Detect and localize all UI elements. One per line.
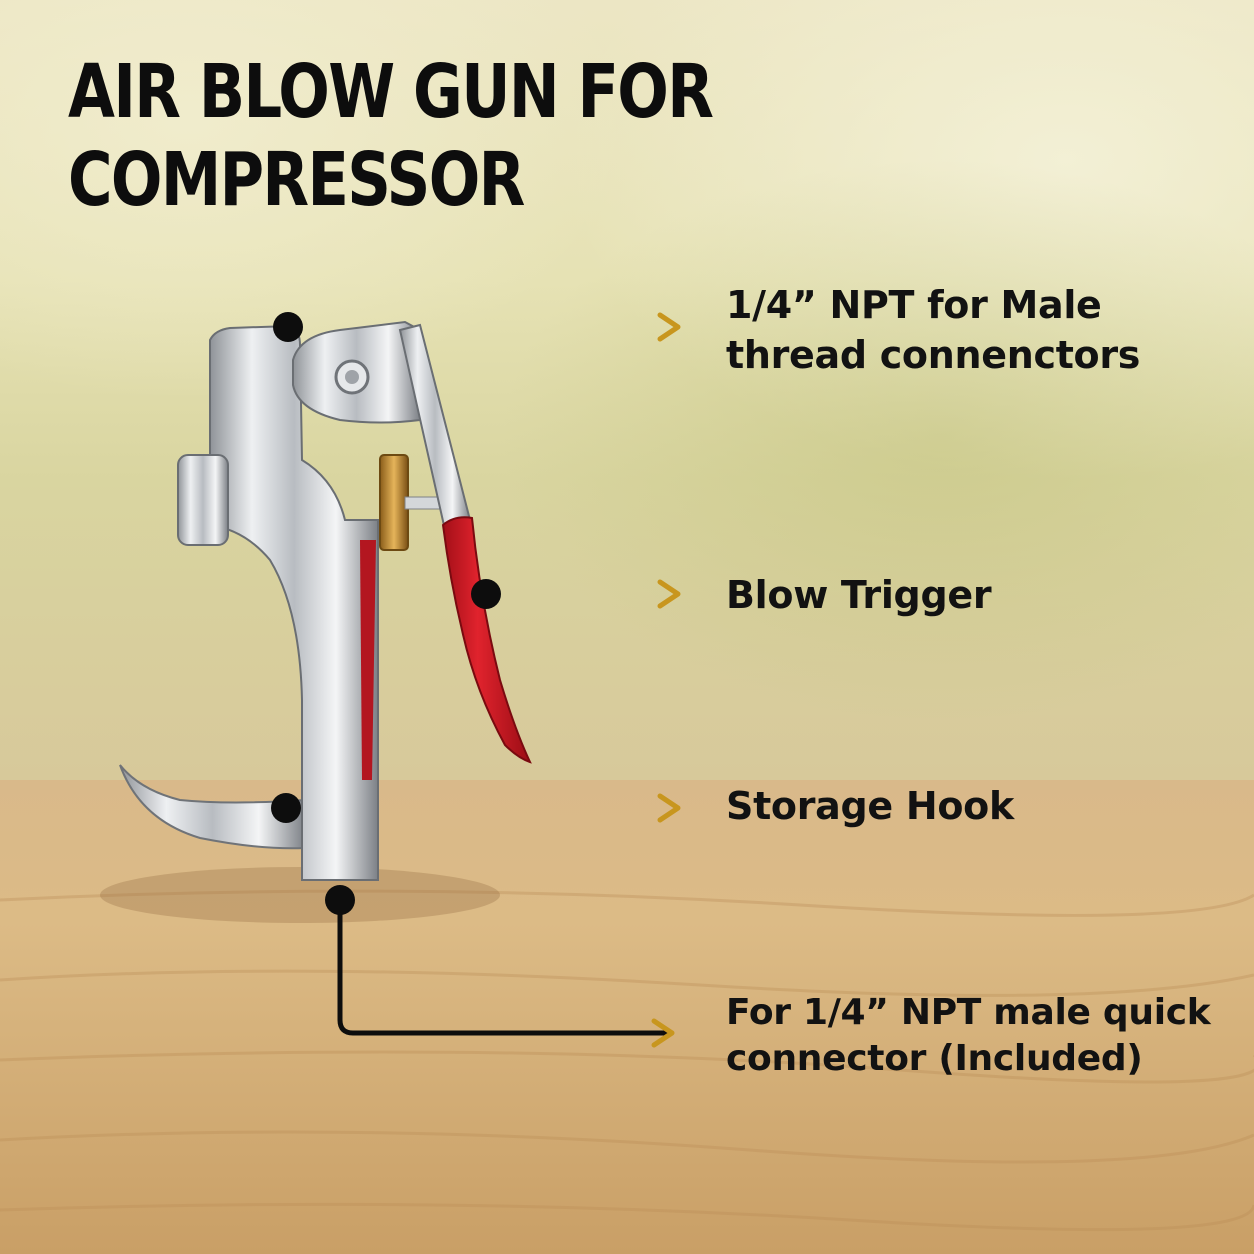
- callout-text-line: connector (Included): [726, 1038, 1143, 1079]
- callout-dot: [271, 793, 301, 823]
- title-line-1: AIR BLOW GUN FOR: [68, 49, 714, 135]
- callout-text-line: Blow Trigger: [726, 573, 992, 617]
- callout-npt-male-thread: 1/4” NPT for Male thread connenctors: [726, 280, 1140, 380]
- callout-text-line: 1/4” NPT for Male: [726, 283, 1102, 327]
- callout-text-line: For 1/4” NPT male quick: [726, 992, 1211, 1033]
- callout-blow-trigger: Blow Trigger: [726, 570, 992, 620]
- callout-dot: [325, 885, 355, 915]
- callout-storage-hook: Storage Hook: [726, 781, 1014, 831]
- callout-3-pointer: [271, 793, 681, 823]
- page-title: AIR BLOW GUN FOR COMPRESSOR: [68, 48, 714, 224]
- title-line-2: COMPRESSOR: [68, 137, 525, 223]
- callout-text-line: thread connenctors: [726, 333, 1141, 377]
- callout-dot: [471, 579, 501, 609]
- callout-4-pointer: [325, 885, 675, 1048]
- callout-quick-connector: For 1/4” NPT male quick connector (Inclu…: [726, 990, 1211, 1082]
- callout-2-pointer: [471, 579, 681, 609]
- callout-dot: [273, 312, 303, 342]
- callout-1-pointer: [273, 312, 681, 342]
- callout-text-line: Storage Hook: [726, 784, 1014, 828]
